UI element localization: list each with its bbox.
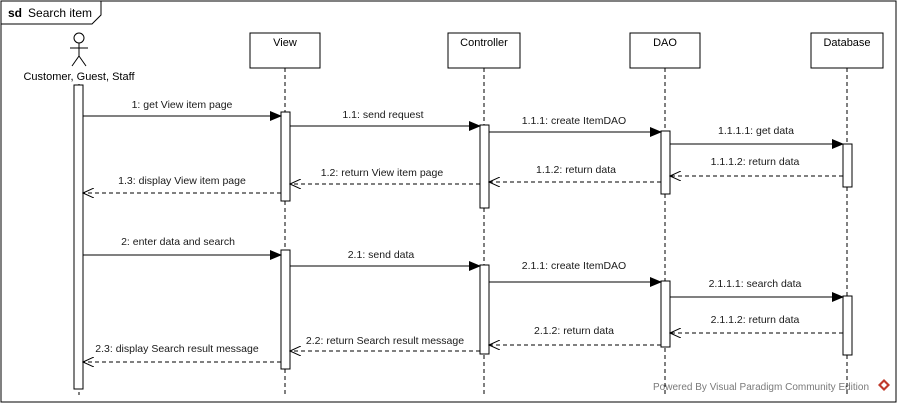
message-label: 1.1.2: return data xyxy=(536,164,616,176)
message-2-1-1: 2.1.1: create ItemDAO xyxy=(489,260,662,287)
message-1-1-1-2: 1.1.1.2: return data xyxy=(670,156,843,176)
footer-text: Powered By Visual Paradigm Community Edi… xyxy=(653,382,869,393)
lifeline-dao: DAO xyxy=(629,32,701,395)
lifeline-database: Database xyxy=(810,32,884,395)
message-label: 1.1: send request xyxy=(342,109,423,121)
message-1-1-2: 1.1.2: return data xyxy=(489,164,661,182)
lifeline-box-database[interactable] xyxy=(810,32,884,69)
message-label: 1.2: return View item page xyxy=(321,167,444,179)
lifeline-box-controller[interactable] xyxy=(447,32,521,69)
message-label: 2.2: return Search result message xyxy=(306,335,464,347)
activation-view-2 xyxy=(280,249,291,370)
message-2-1: 2.1: send data xyxy=(290,249,481,271)
message-2-1-1-1: 2.1.1.1: search data xyxy=(670,278,844,302)
lifeline-box-dao[interactable] xyxy=(629,32,701,69)
activation-database-2 xyxy=(842,295,853,356)
lifeline-label-controller: Controller xyxy=(460,37,508,49)
lifeline-view: View xyxy=(249,32,321,395)
message-label: 1.3: display View item page xyxy=(118,175,246,187)
message-1: 1: get View item page xyxy=(83,99,282,121)
actor-stick-figure-icon xyxy=(70,32,88,67)
footer-watermark: Powered By Visual Paradigm Community Edi… xyxy=(653,379,890,393)
lifeline-label-actor: Customer, Guest, Staff xyxy=(23,71,135,83)
message-label: 1: get View item page xyxy=(132,99,233,111)
activation-database-1 xyxy=(842,143,853,188)
activation-dao-1 xyxy=(660,130,671,195)
message-1-1-1-1: 1.1.1.1: get data xyxy=(670,125,844,149)
message-2-1-2: 2.1.2: return data xyxy=(489,325,661,345)
message-label: 2.1.1.1: search data xyxy=(709,278,802,290)
message-1-1: 1.1: send request xyxy=(290,109,481,131)
message-1-3: 1.3: display View item page xyxy=(83,175,281,193)
lifeline-label-database: Database xyxy=(823,37,870,49)
message-1-1-1: 1.1.1: create ItemDAO xyxy=(489,115,662,137)
activation-view-1 xyxy=(280,111,291,202)
message-label: 1.1.1.1: get data xyxy=(718,125,794,137)
lifeline-label-view: View xyxy=(273,37,297,49)
message-label: 2.1.1: create ItemDAO xyxy=(522,260,626,272)
message-2: 2: enter data and search xyxy=(83,236,282,260)
message-label: 1.1.1.2: return data xyxy=(711,156,800,168)
message-2-1-1-2: 2.1.1.2: return data xyxy=(670,314,843,333)
lifeline-box-view[interactable] xyxy=(249,32,321,69)
message-label: 2.1: send data xyxy=(348,249,415,261)
message-label: 2: enter data and search xyxy=(121,236,235,248)
lifeline-actor: Customer, Guest, Staff xyxy=(23,32,135,395)
activation-dao-2 xyxy=(660,280,671,348)
message-label: 2.1.2: return data xyxy=(534,325,614,337)
message-label: 2.1.1.2: return data xyxy=(711,314,800,326)
message-2-2: 2.2: return Search result message xyxy=(290,335,480,351)
message-label: 1.1.1: create ItemDAO xyxy=(522,115,626,127)
activation-actor xyxy=(73,84,84,390)
activation-controller-1 xyxy=(479,124,490,209)
message-2-3: 2.3: display Search result message xyxy=(83,343,281,362)
lifeline-controller: Controller xyxy=(447,32,521,395)
activation-controller-2 xyxy=(479,264,490,355)
message-1-2: 1.2: return View item page xyxy=(290,167,480,184)
message-label: 2.3: display Search result message xyxy=(95,343,259,355)
lifeline-label-dao: DAO xyxy=(653,37,677,49)
visual-paradigm-logo-icon xyxy=(878,379,890,391)
